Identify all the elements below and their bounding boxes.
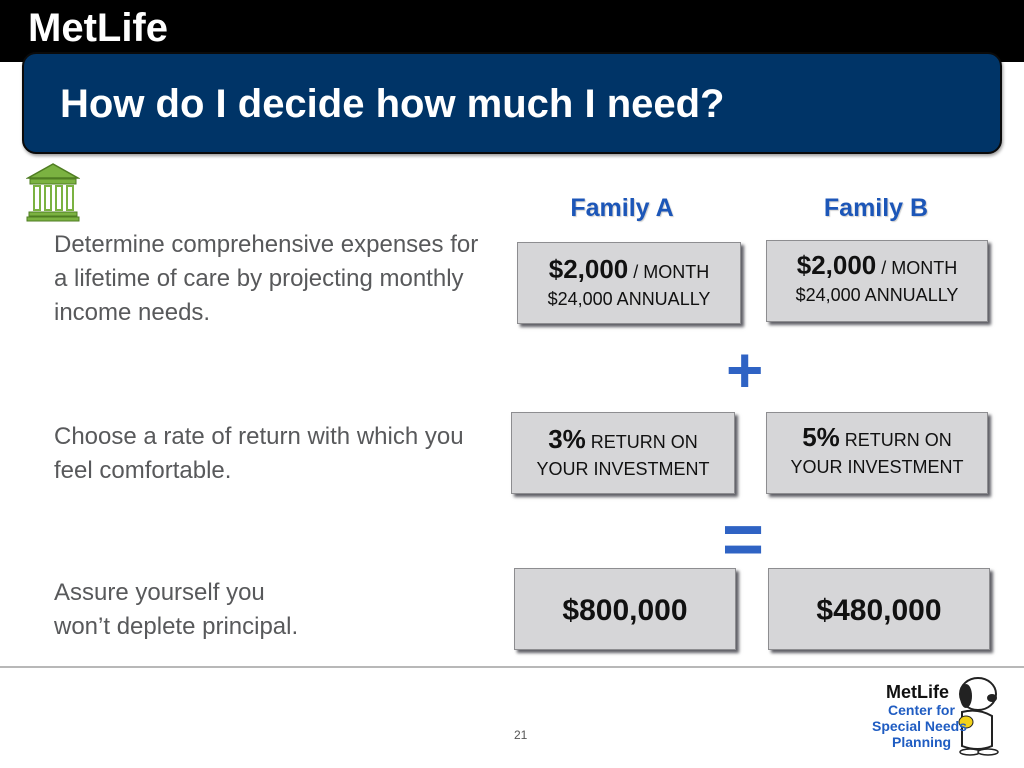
step-income-text: Determine comprehensive expenses for a l… (54, 231, 479, 326)
logo-line-2: Special Needs (872, 718, 967, 734)
page-title: How do I decide how much I need? (60, 82, 725, 126)
family-b-heading: Family B (823, 194, 929, 222)
metlife-logo: MetLife (28, 6, 168, 50)
family-b-income-annual: $24,000 ANNUALLY (795, 285, 959, 305)
family-a-rate-value: 3% (548, 424, 586, 454)
step-rate-text: Choose a rate of return with which you f… (54, 423, 464, 484)
logo-brand: MetLife (886, 682, 949, 702)
family-a-rate-label: RETURN ON (585, 432, 698, 452)
family-a-total: $800,000 (562, 594, 688, 627)
family-a-heading: Family A (570, 194, 674, 222)
family-b-income-amount: $2,000 (796, 250, 877, 280)
step-principal-text: Assure yourself you won’t deplete princi… (54, 579, 299, 640)
family-b-total-card: $480,000 (768, 568, 990, 650)
family-a-total-card: $800,000 (514, 568, 736, 650)
family-a-income-unit: / MONTH (628, 262, 710, 282)
family-a-rate-label-2: YOUR INVESTMENT (536, 459, 710, 479)
center-for-special-needs-logo: MetLife Center for Special Needs Plannin… (866, 670, 1006, 760)
bank-icon (26, 163, 80, 222)
plus-sign: + (726, 334, 764, 406)
family-b-total: $480,000 (816, 594, 942, 627)
snoopy-icon (958, 677, 999, 756)
family-a-income-amount: $2,000 (548, 254, 629, 284)
family-a-income-annual: $24,000 ANNUALLY (547, 289, 711, 309)
logo-line-1: Center for (888, 702, 955, 718)
footer-divider (0, 666, 1024, 668)
family-b-rate-label: RETURN ON (839, 430, 952, 450)
logo-line-3: Planning (892, 734, 952, 750)
family-a-income-card: $2,000 / MONTH $24,000 ANNUALLY (517, 242, 741, 324)
title-banner: How do I decide how much I need? (22, 52, 1002, 154)
family-a-rate-card: 3% RETURN ON YOUR INVESTMENT (511, 412, 735, 494)
family-b-rate-card: 5% RETURN ON YOUR INVESTMENT (766, 412, 988, 494)
family-b-income-unit: / MONTH (876, 258, 958, 278)
family-b-income-card: $2,000 / MONTH $24,000 ANNUALLY (766, 240, 988, 322)
top-bar: MetLife (0, 0, 1024, 62)
equals-sign: = (722, 500, 765, 580)
family-b-rate-label-2: YOUR INVESTMENT (790, 457, 964, 477)
family-b-rate-value: 5% (802, 422, 840, 452)
page-number: 21 (514, 728, 528, 742)
